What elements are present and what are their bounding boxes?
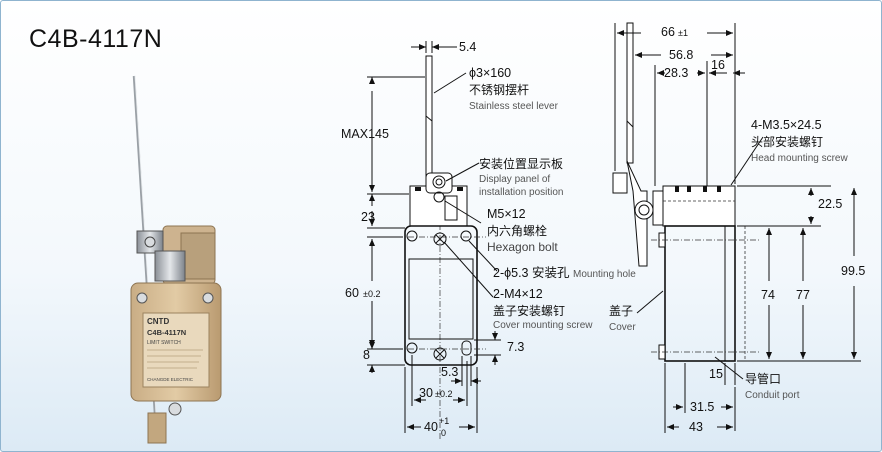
screw-spec: 2-M4×12 — [493, 287, 543, 301]
photo-maker: CHANGDE ELECTRIC — [147, 377, 194, 382]
dim-74: 74 — [761, 288, 775, 302]
lever-spec: ϕ3×160 — [469, 66, 511, 80]
head-cn: 头部安装螺钉 — [751, 134, 823, 149]
dim-5-3: 5.3 — [441, 365, 458, 379]
model-title: C4B-4117N — [29, 25, 163, 53]
dim-7-3: 7.3 — [507, 340, 524, 354]
screw-cn: 盖子安装螺钉 — [493, 303, 565, 318]
dim-23: 23 — [361, 210, 375, 224]
conduit-en: Conduit port — [745, 390, 800, 401]
dim-8: 8 — [363, 348, 370, 362]
tol-66: ±1 — [678, 28, 688, 38]
dim-31-5: 31.5 — [690, 400, 714, 414]
bolt-cn: 内六角螺栓 — [487, 223, 547, 238]
tol-40-dn: 0 — [441, 428, 446, 438]
lever-en: Stainless steel lever — [469, 101, 559, 112]
dim-22-5: 22.5 — [818, 197, 842, 211]
cover-en: Cover — [609, 322, 636, 333]
dim-28-3: 28.3 — [664, 66, 688, 80]
tol-30: ±0.2 — [435, 389, 452, 399]
tol-60: ±0.2 — [363, 289, 380, 299]
side-head — [662, 185, 736, 227]
display-en-1: Display panel of — [479, 174, 550, 185]
dim-99-5: 99.5 — [841, 264, 865, 278]
dim-15: 15 — [709, 367, 723, 381]
front-lever — [425, 55, 433, 187]
display-en-2: installation position — [479, 187, 564, 198]
dim-max145: MAX145 — [341, 127, 389, 141]
product-photo: CNTD C4B-4117N LIMIT SWITCH CHANGDE ELEC… — [130, 75, 222, 444]
dim-30: 30 — [419, 386, 433, 400]
conduit-cn: 导管口 — [745, 371, 781, 386]
front-view: 5.4 ϕ3×160 不锈钢摆杆 Stainless steel lever M… — [341, 40, 636, 439]
side-view: 66 ±1 56.8 28.3 16 4-M3.5×24.5 头部安装螺钉 He… — [609, 22, 865, 434]
dim-60: 60 — [345, 286, 359, 300]
hole-spec: 2-ϕ5.3 安装孔 — [493, 265, 570, 280]
bolt-spec: M5×12 — [487, 207, 526, 221]
photo-brand: CNTD — [147, 317, 169, 326]
screw-en: Cover mounting screw — [493, 320, 593, 331]
lever-cn: 不锈钢摆杆 — [469, 83, 529, 97]
photo-type: LIMIT SWITCH — [147, 340, 181, 346]
front-body — [404, 225, 478, 366]
head-en: Head mounting screw — [751, 153, 848, 164]
dim-77: 77 — [796, 288, 810, 302]
dim-43: 43 — [689, 420, 703, 434]
display-cn: 安装位置显示板 — [479, 156, 563, 171]
dim-66: 66 — [661, 25, 675, 39]
cover-cn: 盖子 — [609, 304, 633, 318]
photo-model: C4B-4117N — [147, 328, 186, 337]
hole-en: Mounting hole — [573, 269, 636, 280]
side-lever — [626, 22, 634, 164]
dim-40: 40 — [424, 420, 438, 434]
bolt-en: Hexagon bolt — [487, 240, 558, 254]
dim-56-8: 56.8 — [669, 48, 693, 62]
tol-40-up: +1 — [439, 416, 449, 426]
dim-5-4: 5.4 — [459, 40, 476, 54]
dim-16: 16 — [711, 58, 725, 72]
head-spec: 4-M3.5×24.5 — [751, 118, 822, 132]
